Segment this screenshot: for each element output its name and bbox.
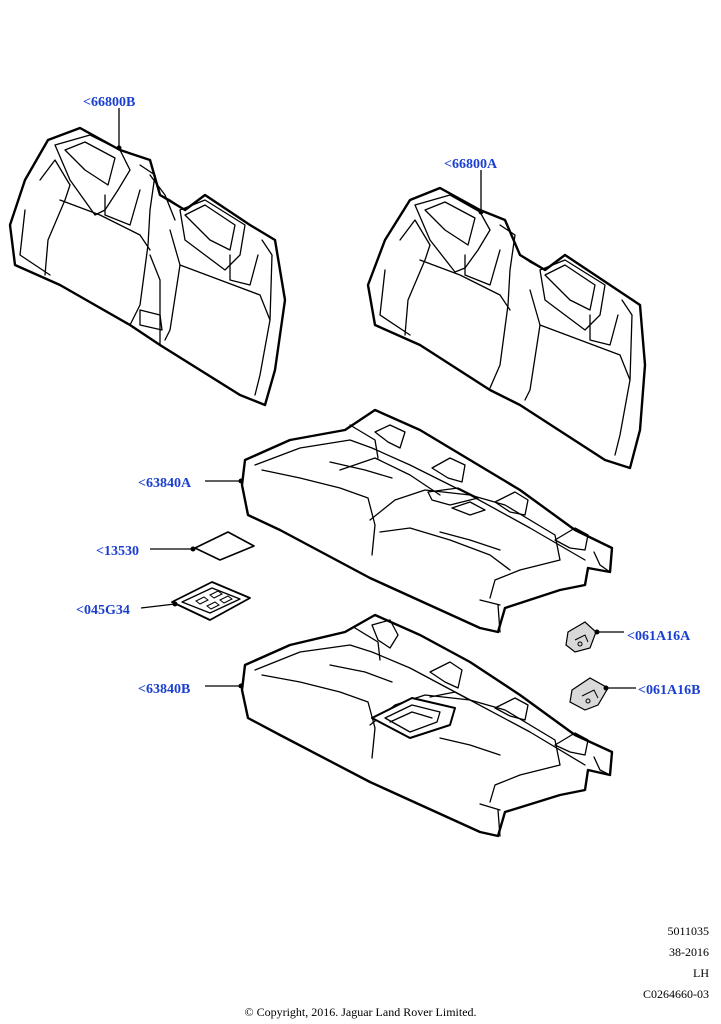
label-66800b[interactable]: <66800B: [83, 95, 135, 110]
label-061a16b[interactable]: <061A16B: [638, 683, 700, 698]
label-63840b[interactable]: <63840B: [138, 682, 190, 697]
seatback-66800a[interactable]: [366, 186, 647, 470]
diagram-code: C0264660-03: [643, 987, 709, 1001]
label-045g34[interactable]: <045G34: [76, 603, 130, 618]
leader-lines: [116, 108, 636, 691]
diagram-number: 5011035: [667, 924, 709, 938]
copyright-notice: © Copyright, 2016. Jaguar Land Rover Lim…: [244, 1005, 477, 1019]
diagram-side: LH: [693, 966, 709, 980]
label-061a16a[interactable]: <061A16A: [627, 629, 691, 644]
label-63840a[interactable]: <63840A: [138, 476, 192, 491]
diagram-date: 38-2016: [669, 945, 709, 959]
label-13530[interactable]: <13530: [96, 544, 139, 559]
clip-061a16b[interactable]: [569, 677, 609, 711]
pad-13530[interactable]: [194, 531, 255, 561]
cushion-63840b[interactable]: [240, 613, 614, 838]
clip-061a16a[interactable]: [565, 621, 597, 653]
cushion-63840a[interactable]: [240, 408, 614, 634]
label-66800a[interactable]: <66800A: [444, 157, 498, 172]
seatback-66800b[interactable]: [8, 126, 287, 407]
switch-bezel-045g34[interactable]: [171, 581, 251, 621]
